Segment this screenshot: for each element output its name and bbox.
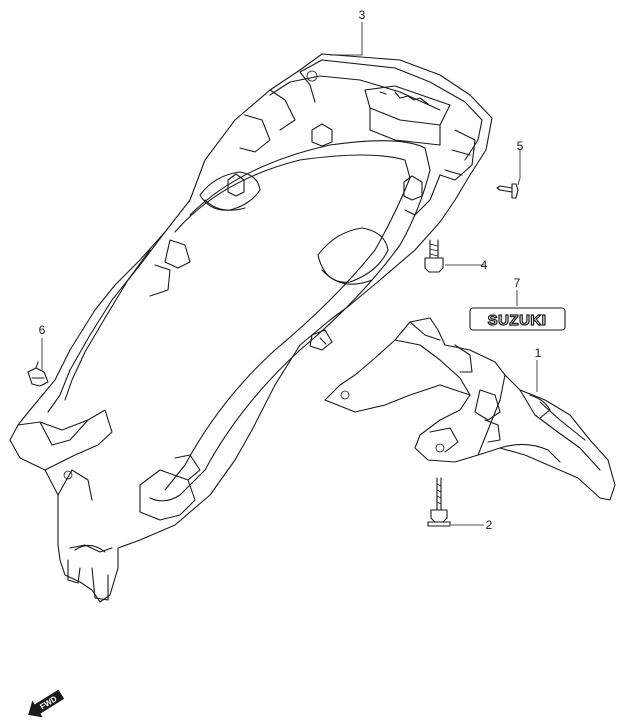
emblem-text: SUZUKI	[488, 312, 547, 329]
callout-1: 1	[535, 346, 542, 360]
callout-2: 2	[486, 518, 493, 532]
screw-part-2	[427, 477, 451, 527]
rear-fender-part-3	[9, 53, 493, 603]
bolt-part-4	[424, 239, 444, 273]
callout-6: 6	[39, 323, 46, 337]
tapping-screw-part-5	[496, 183, 519, 199]
fwd-arrow-icon: FWD	[28, 689, 65, 718]
callout-3: 3	[359, 8, 366, 22]
leader-lines	[41, 22, 538, 526]
callout-labels: 1 2 3 4 5 6 7	[39, 8, 542, 532]
fender-extension-part-1	[324, 317, 616, 501]
callout-5: 5	[517, 139, 524, 153]
callout-7: 7	[514, 276, 521, 290]
clip-nut-part-6	[27, 361, 49, 387]
callout-4: 4	[481, 258, 488, 272]
emblem-part-7: SUZUKI	[469, 307, 566, 331]
